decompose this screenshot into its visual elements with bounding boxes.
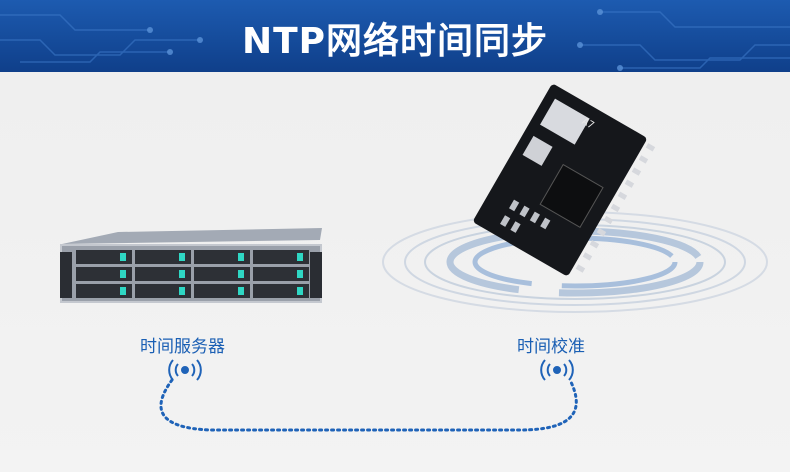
circuit-pattern bbox=[0, 9, 790, 71]
drive-led bbox=[179, 253, 185, 261]
title-banner: NTP网络时间同步 bbox=[0, 0, 790, 72]
drive-bay bbox=[135, 284, 191, 298]
drive-led bbox=[120, 253, 126, 261]
rack-server bbox=[60, 228, 322, 303]
drive-bay bbox=[253, 250, 309, 264]
wifi-icon bbox=[168, 359, 202, 381]
drive-led bbox=[238, 270, 244, 278]
drive-led bbox=[120, 270, 126, 278]
drive-bay bbox=[135, 267, 191, 281]
ntp-module: A7 bbox=[473, 84, 656, 276]
drive-bay bbox=[76, 250, 132, 264]
network-link bbox=[159, 378, 578, 432]
page-title: NTP网络时间同步 bbox=[241, 21, 549, 62]
drive-bay bbox=[253, 284, 309, 298]
drive-led bbox=[179, 287, 185, 295]
drive-led bbox=[238, 287, 244, 295]
wifi-icon bbox=[540, 359, 574, 381]
drive-led bbox=[120, 287, 126, 295]
drive-led bbox=[297, 287, 303, 295]
drive-bay bbox=[253, 267, 309, 281]
drive-bay bbox=[194, 267, 250, 281]
drive-led bbox=[297, 253, 303, 261]
drive-bay bbox=[194, 250, 250, 264]
module-silkscreen: A7 bbox=[580, 116, 596, 132]
drive-bay bbox=[76, 267, 132, 281]
server-label: 时间服务器 bbox=[140, 337, 225, 357]
calibration-label: 时间校准 bbox=[517, 337, 585, 357]
drive-led bbox=[179, 270, 185, 278]
drive-led bbox=[238, 253, 244, 261]
drive-bay bbox=[76, 284, 132, 298]
drive-led bbox=[297, 270, 303, 278]
drive-bay bbox=[194, 284, 250, 298]
drive-bay bbox=[135, 250, 191, 264]
